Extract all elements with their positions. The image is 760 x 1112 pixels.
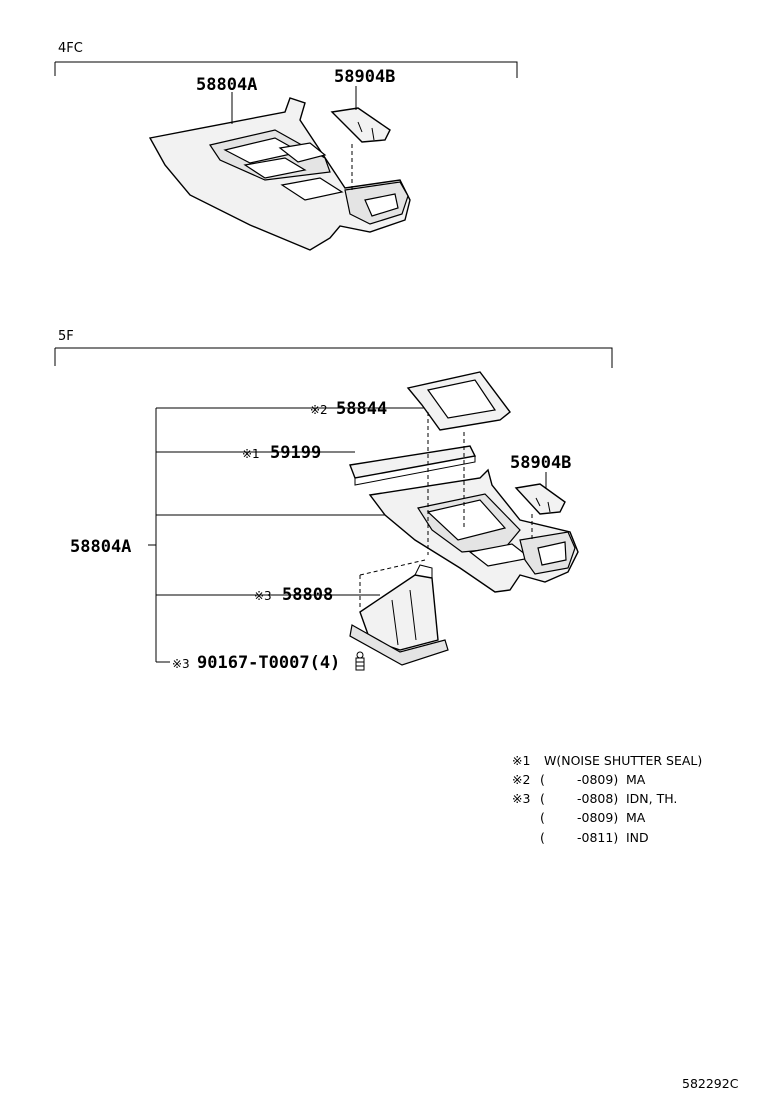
mark-2-plate: ※2 [310, 403, 328, 417]
screw-illustration [355, 651, 365, 671]
main-bracket [148, 407, 425, 663]
console-box-illustration-5f [368, 468, 579, 593]
note-2-paren: ( [540, 772, 545, 787]
part-number-upper-panel-top[interactable]: 58904B [334, 67, 395, 87]
note-3-range: -0808) [577, 791, 618, 806]
note-5-range: -0811) [577, 830, 618, 845]
mark-3-boot: ※3 [254, 589, 272, 603]
part-number-screw[interactable]: 90167-T0007(4) [197, 653, 340, 673]
upper-panel-illustration-5f [514, 483, 566, 515]
illustration-code: 582292C [682, 1076, 739, 1091]
part-number-console-top[interactable]: 58804A [196, 75, 257, 95]
note-3-text: IDN, TH. [626, 791, 677, 806]
note-2-range: -0809) [577, 772, 618, 787]
part-number-indicator-plate[interactable]: 58844 [336, 399, 387, 419]
indicator-plate-illustration [406, 371, 511, 431]
note-5-paren: ( [540, 830, 545, 845]
part-number-console-box[interactable]: 58804A [70, 537, 131, 557]
notes-legend: ※1 W(NOISE SHUTTER SEAL) ※2 ( -0809) MA … [512, 753, 702, 845]
note-3-paren: ( [540, 791, 545, 806]
section-5f: 5F 58804A ※2 58844 ※1 59199 [54, 329, 613, 673]
section-bracket-4fc [54, 61, 518, 78]
note-4-paren: ( [540, 810, 545, 825]
shift-boot-illustration [349, 564, 449, 666]
note-2-mark: ※2 [512, 772, 530, 787]
section-label-5f: 5F [58, 329, 74, 344]
upper-panel-illustration-top [330, 107, 391, 143]
note-4-text: MA [626, 810, 646, 825]
mark-1-seal: ※1 [242, 447, 260, 461]
section-4fc: 4FC 58804A 58904B [54, 41, 518, 251]
section-label-4fc: 4FC [58, 41, 83, 56]
console-box-illustration-top [148, 97, 411, 251]
part-number-noise-seal[interactable]: 59199 [270, 443, 321, 463]
note-3-mark: ※3 [512, 791, 530, 806]
note-2-text: MA [626, 772, 646, 787]
part-number-upper-panel[interactable]: 58904B [510, 453, 571, 473]
leader-dashed-plate [427, 412, 465, 555]
note-5-text: IND [626, 830, 649, 845]
part-number-shift-boot[interactable]: 58808 [282, 585, 333, 605]
mark-3-screw: ※3 [172, 657, 190, 671]
noise-seal-illustration [349, 445, 477, 486]
section-bracket-5f [54, 347, 613, 368]
note-1-mark: ※1 [512, 753, 530, 768]
note-1-text: W(NOISE SHUTTER SEAL) [544, 753, 702, 768]
leader-dashed-boot [359, 559, 426, 610]
note-4-range: -0809) [577, 810, 618, 825]
